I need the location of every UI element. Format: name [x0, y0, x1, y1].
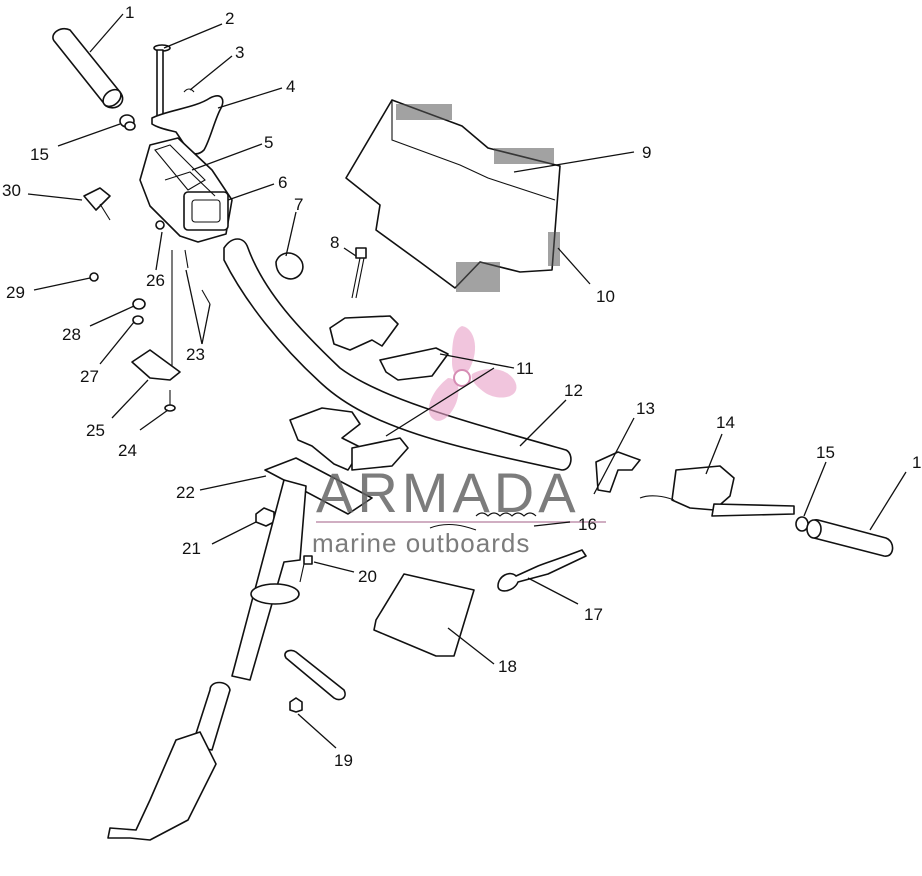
clamp-lower-22b [351, 437, 409, 471]
callout-1-top-left: 1 [125, 3, 134, 22]
callout-16: 16 [578, 515, 597, 534]
washer-27 [132, 315, 144, 325]
callout-26: 26 [146, 271, 165, 290]
callout-25: 25 [86, 421, 105, 440]
callout-12: 12 [564, 381, 583, 400]
left-grip [52, 27, 124, 109]
collar [250, 583, 300, 605]
callout-numbers: 1 2 3 4 15 5 9 6 30 7 8 26 29 10 28 23 1… [2, 3, 921, 770]
callout-7: 7 [294, 195, 303, 214]
tether-17 [497, 549, 587, 592]
bracket-18 [373, 573, 475, 657]
hood-cover [345, 99, 561, 292]
watermark-tagline: marine outboards [312, 528, 530, 558]
callout-23: 23 [186, 345, 205, 364]
callout-9: 9 [642, 143, 651, 162]
clamp-upper-11 [329, 315, 399, 351]
switch-13 [595, 451, 641, 493]
nut-21 [255, 507, 275, 527]
steering-arm [107, 731, 217, 841]
plate-25 [131, 349, 181, 381]
callout-15-left: 15 [30, 145, 49, 164]
clip-30 [83, 187, 111, 221]
callout-8: 8 [330, 233, 339, 252]
nut-29 [89, 272, 99, 282]
callout-11: 11 [516, 359, 534, 378]
watermark-brand: ARMADA [316, 461, 580, 524]
screws-23 [171, 249, 211, 368]
handlebar [223, 238, 572, 471]
clip-3 [183, 88, 195, 93]
clamp-upper-11b [379, 347, 449, 381]
bolt-20 [299, 555, 313, 583]
watermark: ARMADA marine outboards [312, 326, 606, 558]
armada-logo-icon [428, 326, 517, 421]
callout-18: 18 [498, 657, 517, 676]
leader-lines [27, 13, 907, 749]
coil-cord-16 [429, 512, 537, 531]
sleeve-19 [284, 649, 346, 701]
parts-layer [52, 27, 894, 841]
callout-10: 10 [596, 287, 615, 306]
callout-13: 13 [636, 399, 655, 418]
callout-20: 20 [358, 567, 377, 586]
steering-post [231, 479, 307, 681]
bushing-15-right [795, 516, 809, 532]
screw-24 [164, 390, 176, 412]
clip-7 [275, 252, 304, 280]
steering-plate [264, 457, 373, 515]
callout-14: 14 [716, 413, 735, 432]
callout-19: 19 [334, 751, 353, 770]
bushing-15-left [119, 114, 136, 131]
callout-5: 5 [264, 133, 273, 152]
callout-15-right: 15 [816, 443, 835, 462]
callout-27: 27 [80, 367, 99, 386]
nut-19 [289, 697, 303, 713]
callout-24: 24 [118, 441, 137, 460]
callout-3: 3 [235, 43, 244, 62]
callout-1-right: 1 [912, 453, 921, 472]
callout-4: 4 [286, 77, 295, 96]
bolt-2 [153, 44, 171, 119]
steering-post-lower [191, 681, 231, 751]
callout-6: 6 [278, 173, 287, 192]
washer-28 [132, 298, 146, 310]
callout-30: 30 [2, 181, 21, 200]
callout-21: 21 [182, 539, 201, 558]
lever-4 [151, 95, 224, 155]
master-cylinder-14 [639, 465, 795, 517]
callout-17: 17 [584, 605, 603, 624]
callout-22: 22 [176, 483, 195, 502]
throttle-housing [139, 137, 233, 243]
right-grip [806, 519, 894, 557]
callout-28: 28 [62, 325, 81, 344]
callout-29: 29 [6, 283, 25, 302]
bolt-8 [351, 247, 367, 299]
callout-2: 2 [225, 9, 234, 28]
